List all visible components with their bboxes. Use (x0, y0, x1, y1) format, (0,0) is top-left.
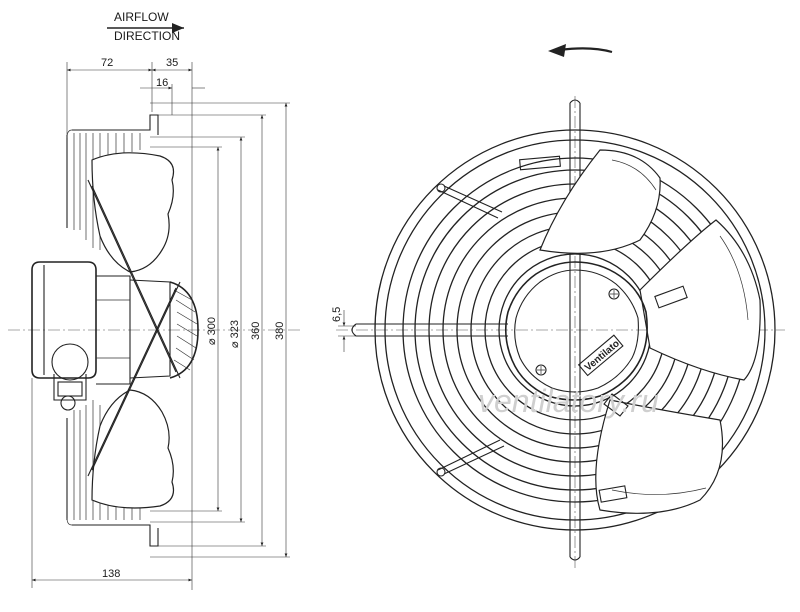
dim-35: 35 (166, 57, 178, 69)
motor-housing (31, 261, 171, 411)
side-blades (87, 152, 181, 509)
dim-dia-300: ⌀ 300 (206, 317, 218, 345)
front-view: 6,5 (331, 44, 785, 570)
dim-72: 72 (101, 57, 113, 69)
rotor-hub (169, 281, 199, 379)
dim-380: 380 (274, 322, 286, 340)
dim-6-5: 6,5 (331, 307, 343, 322)
dim-dia-323: ⌀ 323 (229, 320, 241, 348)
airflow-direction-label: AIRFLOW DIRECTION (107, 10, 184, 43)
top-dimensions: 72 35 16 (66, 57, 205, 590)
vertical-dimension-extensions: ⌀ 300 ⌀ 323 360 380 (150, 102, 290, 558)
rotation-arrow-icon (548, 44, 613, 57)
dim-138: 138 (102, 568, 120, 580)
dim-16: 16 (156, 77, 168, 89)
bottom-dimension: 138 (31, 378, 192, 588)
airflow-label-line2: DIRECTION (114, 29, 180, 43)
dim-360: 360 (250, 322, 262, 340)
hub-offset-dimension: 6,5 (331, 307, 356, 352)
airflow-arrow-icon (107, 23, 184, 33)
side-view: 72 35 16 ⌀ 300 ⌀ 323 360 380 (8, 57, 300, 590)
watermark: ventilatory.ru (478, 383, 659, 419)
front-blades (519, 149, 761, 514)
airflow-label-line1: AIRFLOW (114, 10, 169, 24)
